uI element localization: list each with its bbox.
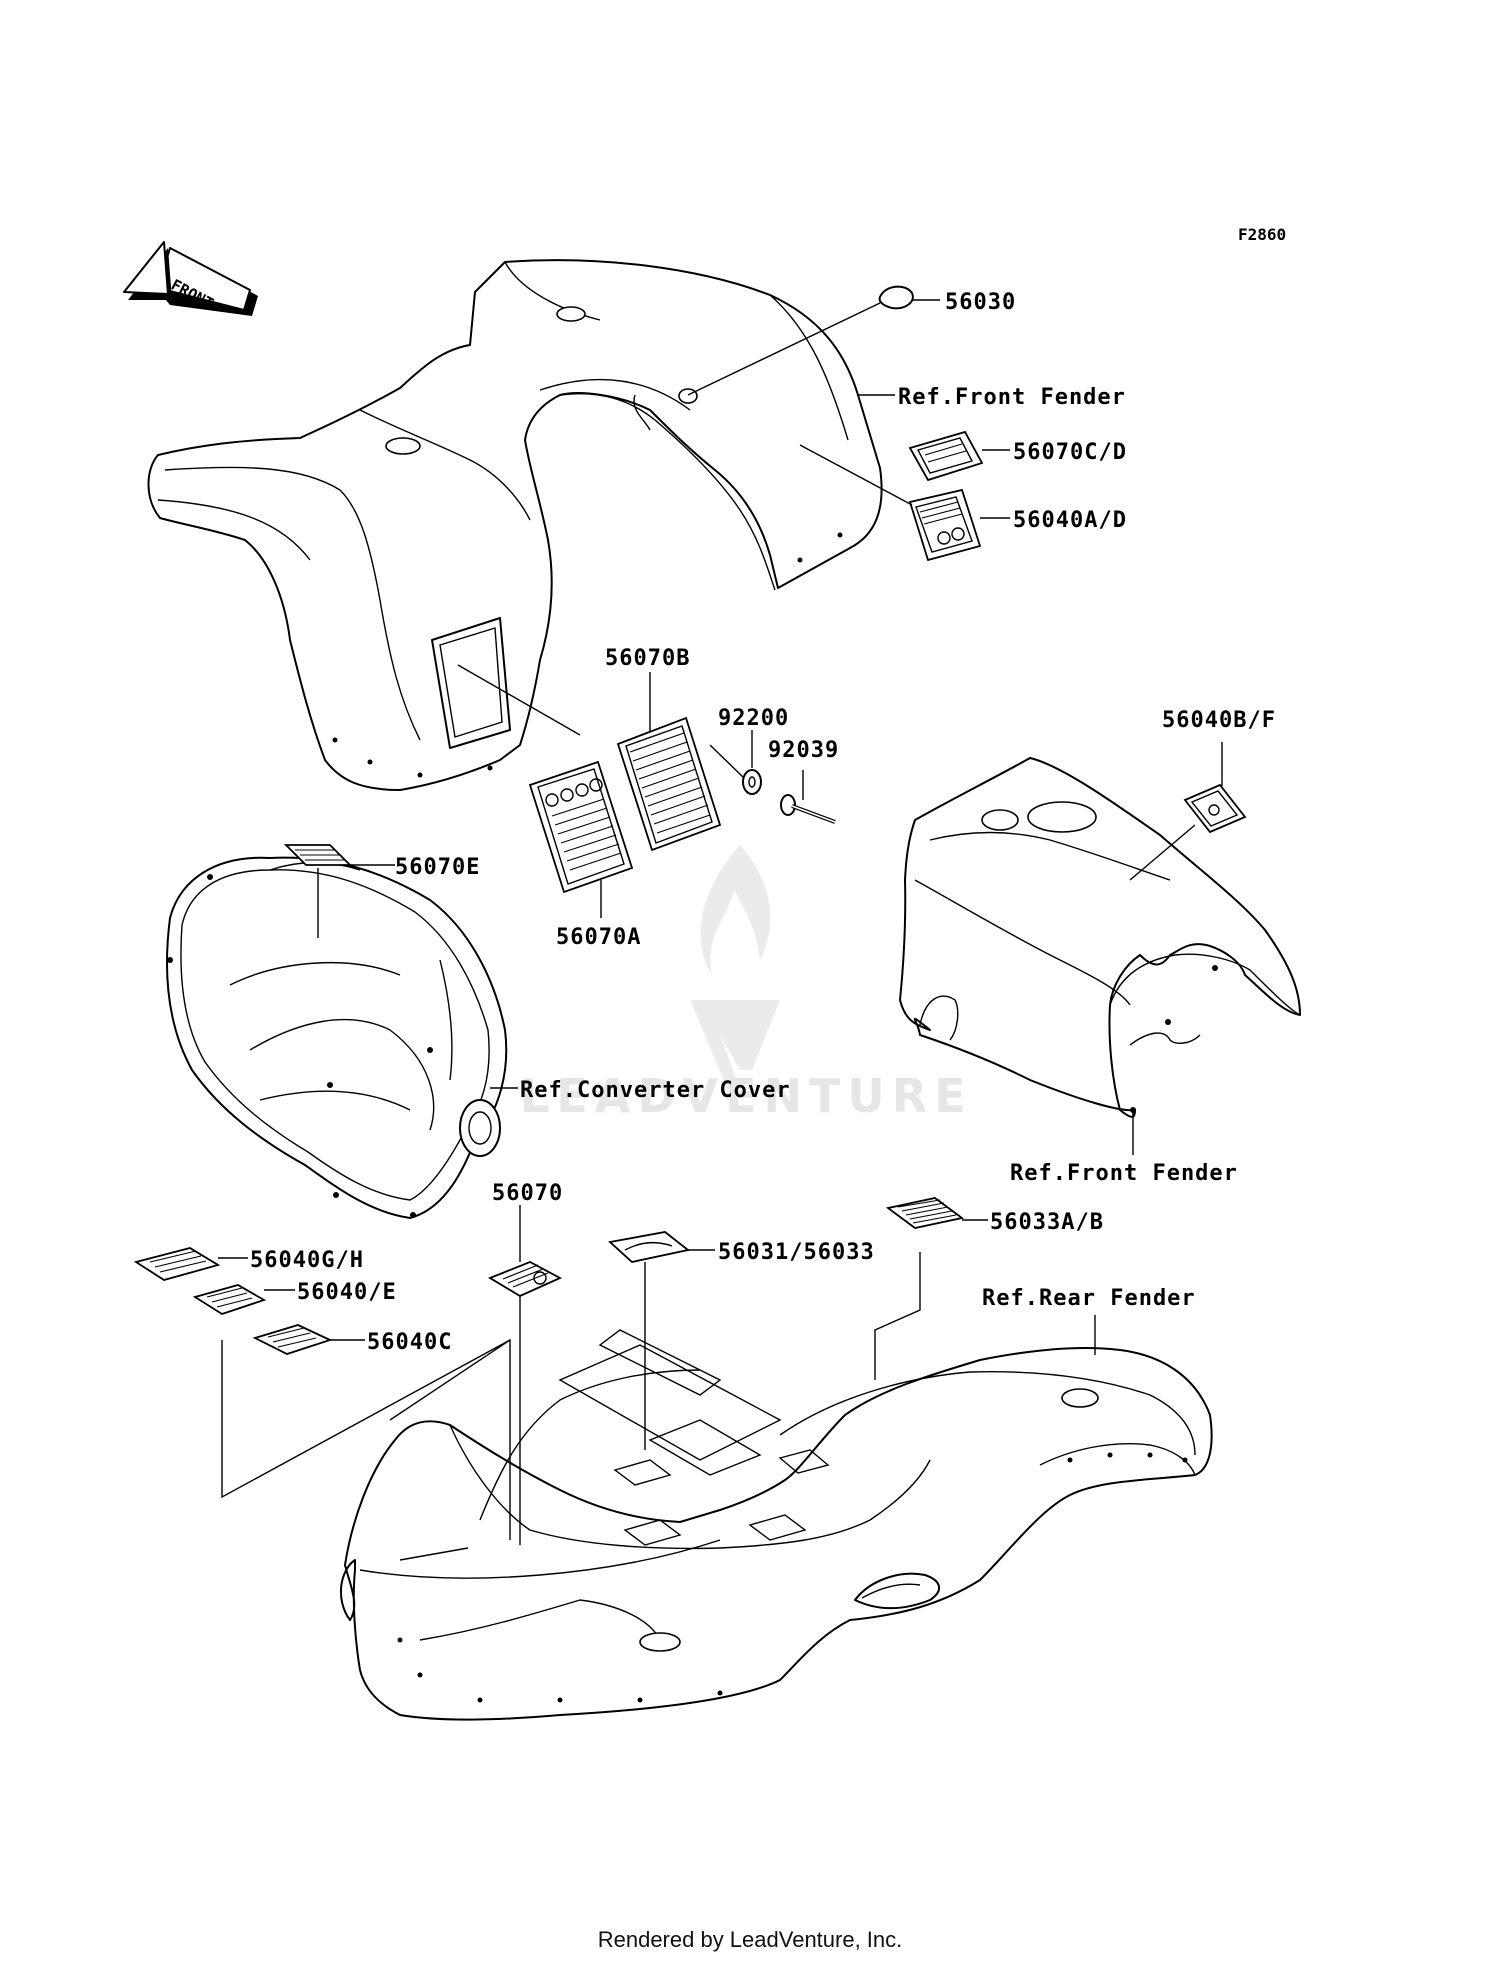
callout-ref-rear-fender: Ref.Rear Fender bbox=[982, 1286, 1196, 1311]
decal-56033ab: 56033A/B bbox=[874, 1197, 1104, 1380]
rear-fender bbox=[339, 1329, 1213, 1721]
callout-56033ab: 56033A/B bbox=[990, 1210, 1104, 1235]
decal-56040c: 56040C bbox=[252, 1324, 452, 1355]
part-92200: 92200 bbox=[709, 706, 789, 795]
callout-ref-converter-cover: Ref.Converter Cover bbox=[520, 1078, 791, 1103]
callout-92200: 92200 bbox=[718, 706, 789, 731]
callout-56040ad: 56040A/D bbox=[1013, 508, 1127, 533]
part-92039: 92039 bbox=[768, 738, 839, 824]
converter-cover bbox=[165, 856, 508, 1219]
callout-56070a: 56070A bbox=[556, 925, 641, 950]
callout-56070b: 56070B bbox=[605, 646, 690, 671]
callout-56070: 56070 bbox=[492, 1181, 563, 1206]
callout-56040bf: 56040B/F bbox=[1162, 708, 1276, 733]
decal-56040ad: 56040A/D bbox=[799, 444, 1127, 562]
decal-56040e: 56040/E bbox=[192, 1280, 397, 1315]
callout-56040c: 56040C bbox=[367, 1330, 452, 1355]
front-fender-mid bbox=[899, 757, 1301, 1118]
callout-56040e: 56040/E bbox=[297, 1280, 397, 1305]
decal-56040gh: 56040G/H bbox=[133, 1247, 364, 1281]
decal-56070a: 56070A bbox=[457, 664, 641, 950]
decal-56070: 56070 bbox=[487, 1181, 563, 1545]
callout-92039: 92039 bbox=[768, 738, 839, 763]
callout-ref-front-fender-top: Ref.Front Fender bbox=[898, 385, 1126, 410]
decal-56070b: 56070B bbox=[605, 646, 722, 852]
callout-56030: 56030 bbox=[945, 290, 1016, 315]
front-fender-upper bbox=[147, 259, 883, 791]
callout-ref-front-fender-mid: Ref.Front Fender bbox=[1010, 1161, 1238, 1186]
decal-56031-56033: 56031/56033 bbox=[608, 1231, 875, 1450]
footer-credit: Rendered by LeadVenture, Inc. bbox=[597, 1927, 903, 1952]
callout-56070e: 56070E bbox=[395, 855, 480, 880]
decal-56040bf: 56040B/F bbox=[1129, 708, 1276, 881]
leadventure-watermark: LEADVENTURE bbox=[520, 845, 973, 1123]
callout-56031-56033: 56031/56033 bbox=[718, 1240, 875, 1265]
part-56030: 56030 bbox=[687, 285, 1016, 396]
figure-code: F2860 bbox=[1238, 225, 1286, 244]
callout-56040gh: 56040G/H bbox=[250, 1248, 364, 1273]
front-arrow-icon: FRONT bbox=[123, 241, 258, 316]
callout-56070cd: 56070C/D bbox=[1013, 440, 1127, 465]
decal-56070cd: 56070C/D bbox=[908, 430, 1127, 482]
watermark-text: LEADVENTURE bbox=[520, 1069, 973, 1123]
decal-56070e: 56070E bbox=[283, 844, 480, 938]
